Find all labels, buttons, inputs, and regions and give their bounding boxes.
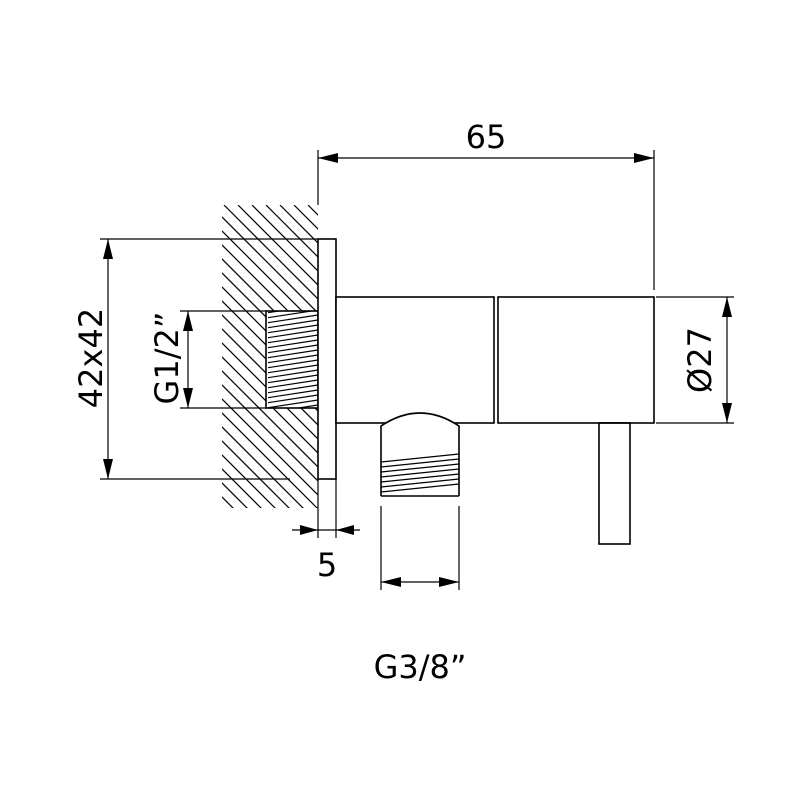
dimension-label-d27: Ø27 <box>681 327 719 393</box>
outlet-nozzle <box>380 412 460 497</box>
dimension-label-g3-8: G3/8” <box>374 648 467 686</box>
dimension-body-diameter <box>656 296 734 424</box>
dimension-flange-size <box>100 238 318 480</box>
dimension-label-42x42: 42x42 <box>72 308 110 408</box>
dimension-label-5: 5 <box>317 546 337 584</box>
flange-plate <box>317 238 337 480</box>
dimension-label-65: 65 <box>466 118 507 156</box>
dimension-inlet-thread <box>180 310 266 409</box>
valve-head <box>497 296 655 424</box>
dimension-label-g1-2: G1/2” <box>148 312 186 405</box>
lever-handle <box>598 422 631 545</box>
dimension-outlet-thread <box>380 506 460 590</box>
inlet-thread <box>265 310 319 409</box>
dimension-flange-thickness <box>292 479 360 538</box>
valve-body <box>335 296 495 424</box>
dimension-overall-length <box>317 150 655 290</box>
